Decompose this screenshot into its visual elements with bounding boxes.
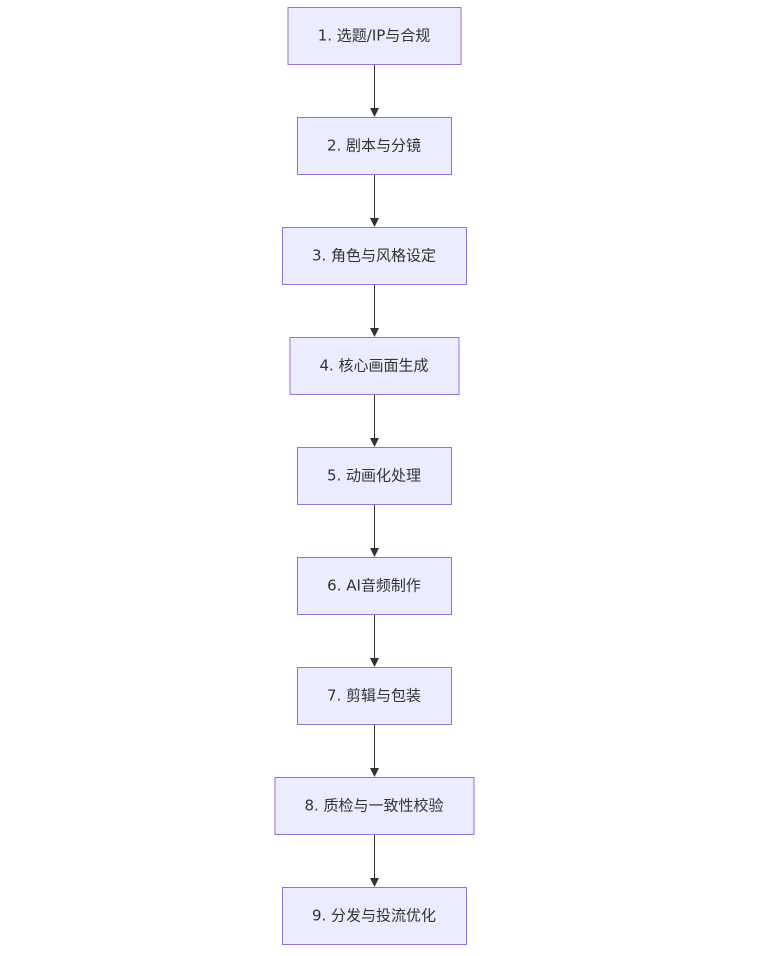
flow-step-label: 4. 核心画面生成 (319, 357, 428, 375)
flow-step-box (289, 337, 460, 395)
flow-arrow-2-to-3 (370, 175, 379, 227)
flow-step-4: 4. 核心画面生成 (289, 337, 460, 395)
flow-step-box (282, 227, 467, 285)
flow-arrow-4-to-5 (370, 395, 379, 447)
flow-step-8: 8. 质检与一致性校验 (274, 777, 475, 835)
arrow-head-icon (370, 878, 379, 887)
flow-step-label: 2. 剧本与分镜 (327, 137, 421, 155)
arrow-head-icon (370, 218, 379, 227)
flow-step-label: 1. 选题/IP与合规 (318, 27, 431, 45)
flow-step-label: 9. 分发与投流优化 (312, 907, 436, 925)
flow-step-box (297, 447, 452, 505)
flow-step-1: 1. 选题/IP与合规 (287, 7, 462, 65)
flow-step-label: 8. 质检与一致性校验 (304, 797, 443, 815)
flow-step-label: 5. 动画化处理 (327, 467, 421, 485)
flow-step-box (297, 117, 452, 175)
flow-step-3: 3. 角色与风格设定 (282, 227, 467, 285)
flow-arrow-5-to-6 (370, 505, 379, 557)
arrow-head-icon (370, 108, 379, 117)
flow-step-box (282, 887, 467, 945)
flow-step-9: 9. 分发与投流优化 (282, 887, 467, 945)
flow-arrow-3-to-4 (370, 285, 379, 337)
arrow-head-icon (370, 768, 379, 777)
flow-arrow-8-to-9 (370, 835, 379, 887)
flow-step-5: 5. 动画化处理 (297, 447, 452, 505)
flow-arrow-7-to-8 (370, 725, 379, 777)
flow-step-label: 6. AI音频制作 (327, 577, 421, 595)
flow-step-box (297, 557, 452, 615)
flow-step-label: 3. 角色与风格设定 (312, 247, 436, 265)
arrow-head-icon (370, 438, 379, 447)
flow-step-box (287, 7, 462, 65)
arrow-head-icon (370, 328, 379, 337)
arrow-head-icon (370, 658, 379, 667)
flow-step-2: 2. 剧本与分镜 (297, 117, 452, 175)
flow-step-6: 6. AI音频制作 (297, 557, 452, 615)
flow-step-7: 7. 剪辑与包装 (297, 667, 452, 725)
flow-step-box (274, 777, 475, 835)
flow-step-box (297, 667, 452, 725)
flow-arrow-1-to-2 (370, 65, 379, 117)
flow-arrow-6-to-7 (370, 615, 379, 667)
arrow-head-icon (370, 548, 379, 557)
flow-step-label: 7. 剪辑与包装 (327, 687, 421, 705)
